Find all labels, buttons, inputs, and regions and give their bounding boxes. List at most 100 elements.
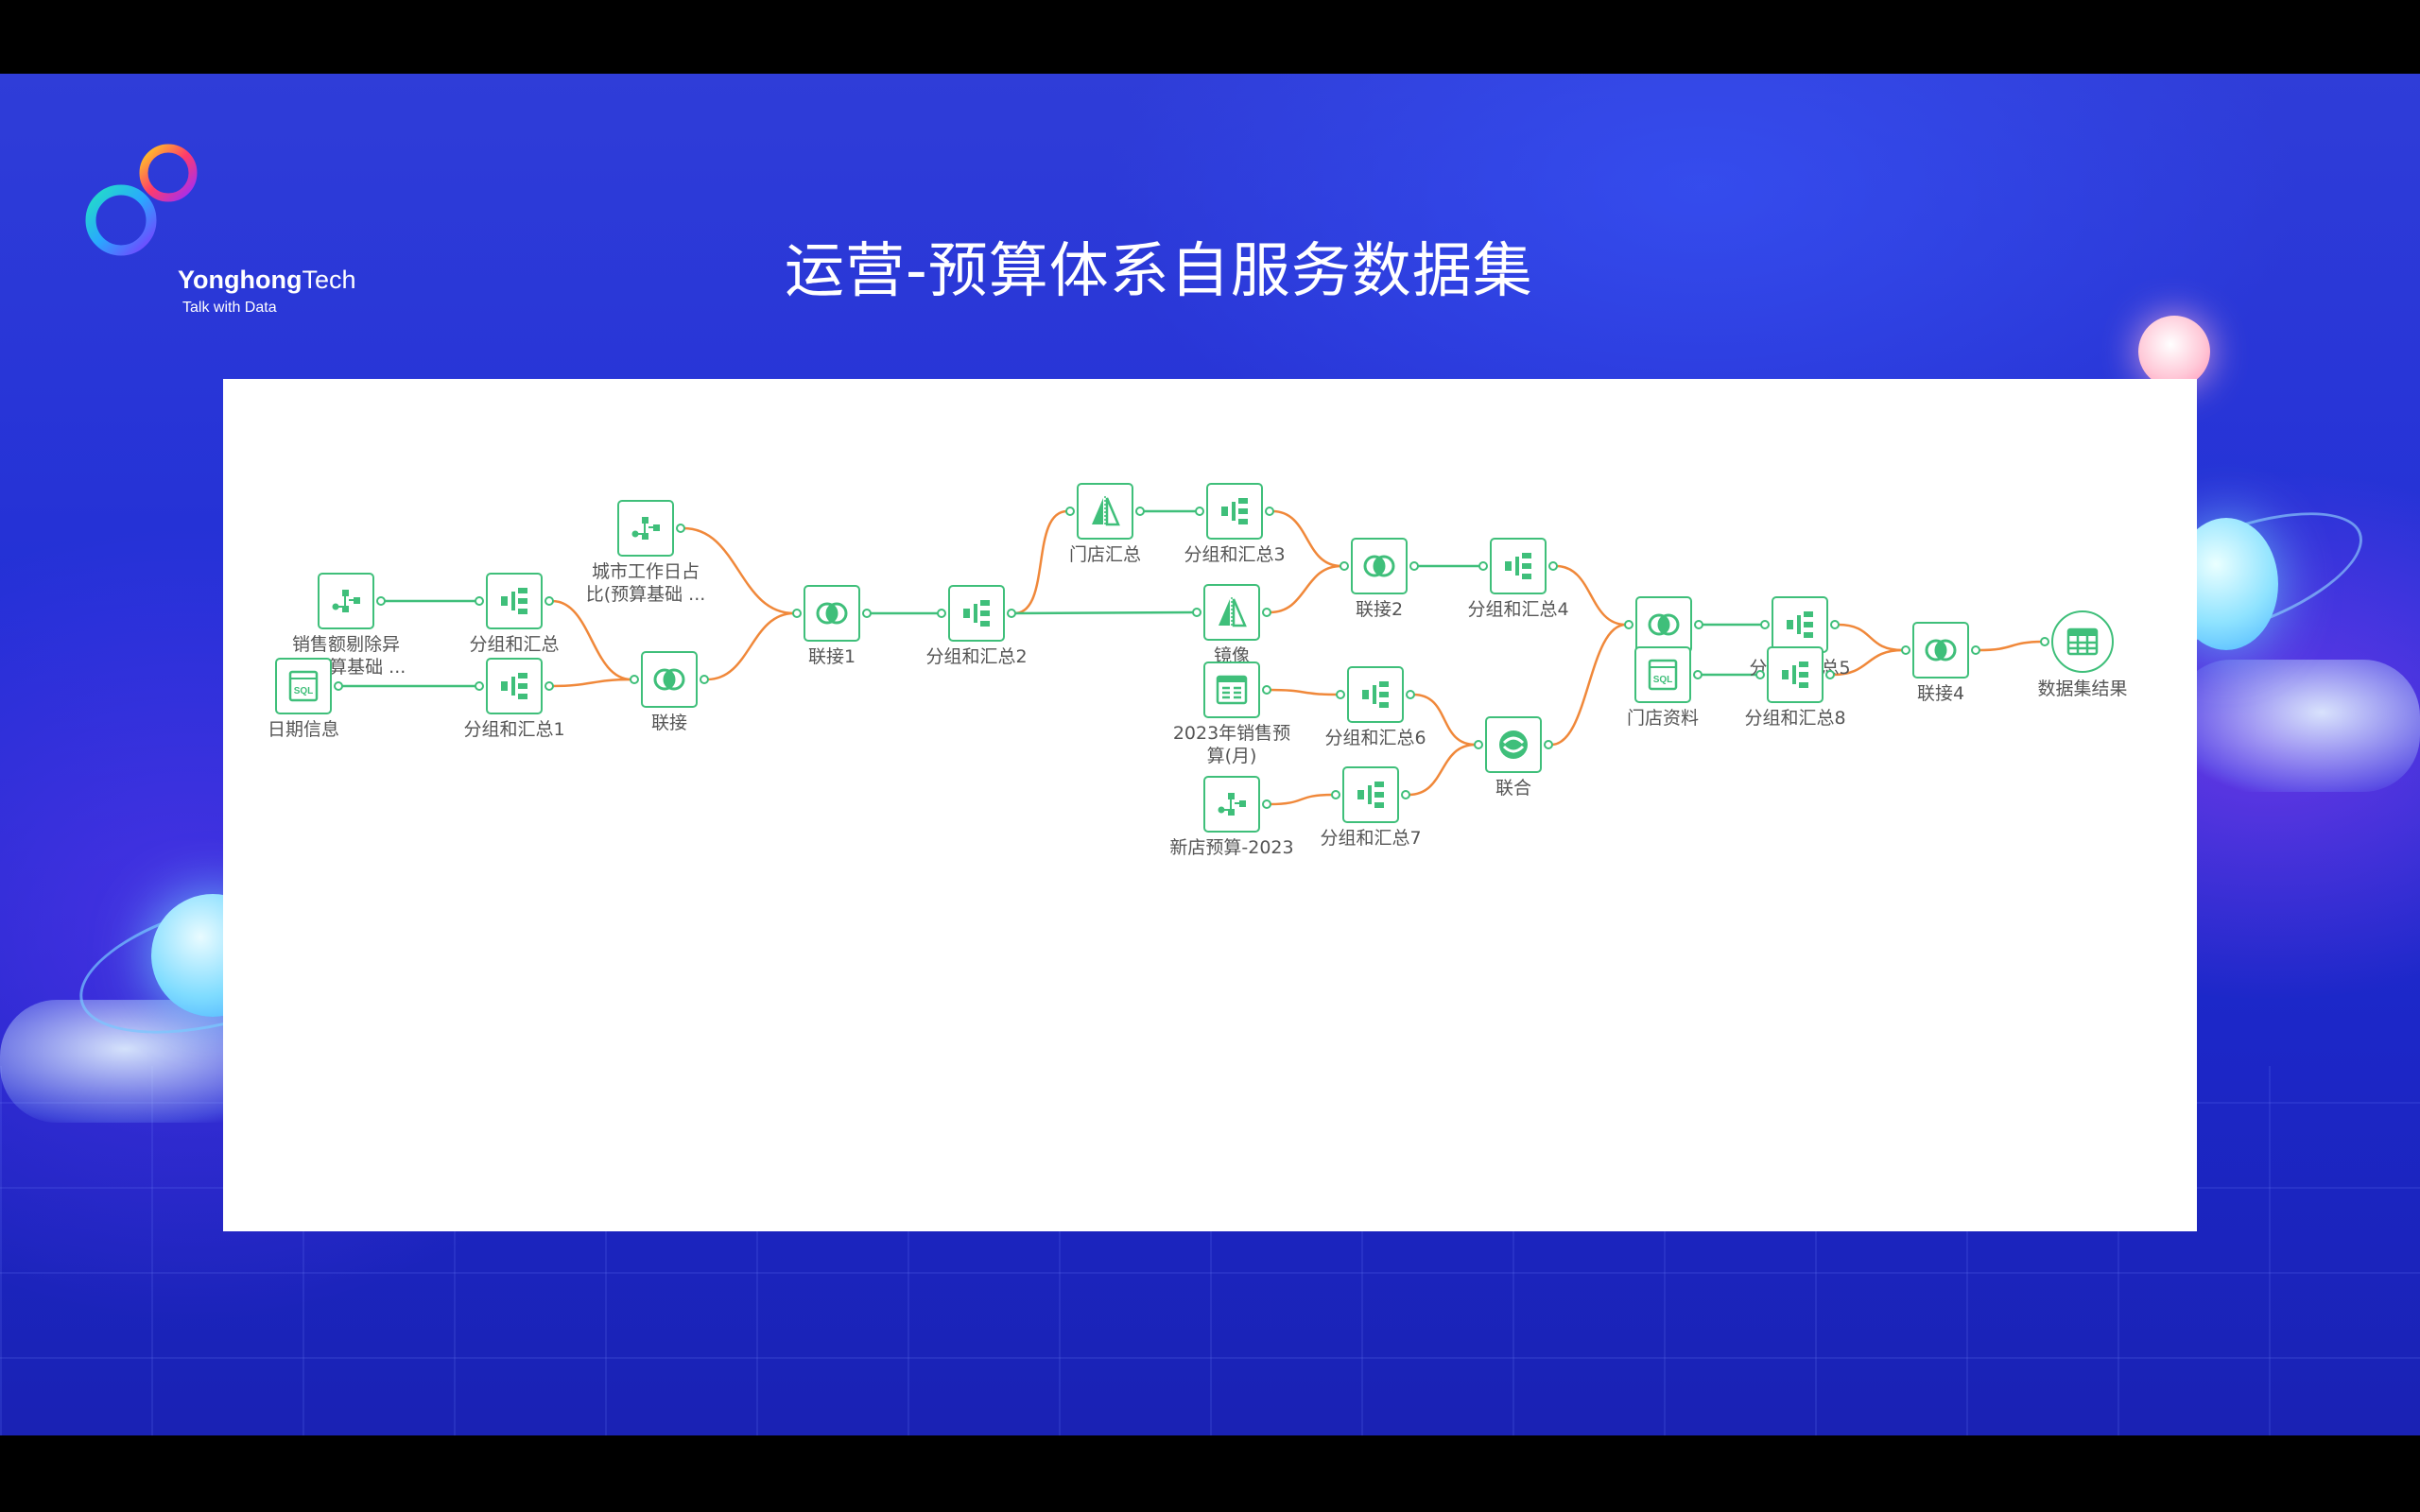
input-port[interactable] <box>1901 645 1910 655</box>
input-port[interactable] <box>792 609 802 618</box>
output-port[interactable] <box>544 681 554 691</box>
input-port[interactable] <box>475 681 484 691</box>
output-port[interactable] <box>1830 620 1840 629</box>
flow-edge-n15-n17 <box>1269 793 1334 806</box>
flow-node-n18[interactable] <box>1474 716 1553 773</box>
join-icon <box>816 602 848 625</box>
dataflow-edges <box>340 509 2046 806</box>
input-port[interactable] <box>1192 608 1201 617</box>
flow-node-n1[interactable] <box>318 573 386 629</box>
flow-node-label: 联接 <box>650 713 687 733</box>
table-icon <box>1216 675 1248 705</box>
flow-node-n24[interactable] <box>2040 610 2114 673</box>
flow-node-label: 分组和汇总1 <box>463 719 565 740</box>
input-port[interactable] <box>1478 561 1488 571</box>
flow-edge-n13-n19 <box>1555 564 1627 627</box>
output-port[interactable] <box>862 609 872 618</box>
output-port[interactable] <box>1007 609 1016 618</box>
output-port[interactable] <box>1135 507 1145 516</box>
flow-node-n23[interactable] <box>1901 622 1980 679</box>
flow-node-n22[interactable] <box>1755 646 1835 703</box>
output-port[interactable] <box>1262 799 1271 809</box>
flow-node-n5[interactable] <box>617 500 685 557</box>
input-port[interactable] <box>1755 670 1765 679</box>
flow-node-label: 日期信息 <box>267 719 339 740</box>
flow-node-label: 联接1 <box>807 646 856 667</box>
flow-node-n3[interactable] <box>475 573 554 629</box>
flow-node-n6[interactable] <box>630 651 709 708</box>
output-port[interactable] <box>700 675 709 684</box>
input-port[interactable] <box>1624 620 1634 629</box>
output-port[interactable] <box>1406 690 1415 699</box>
output-port[interactable] <box>1262 608 1271 617</box>
flow-node-n4[interactable] <box>475 658 554 714</box>
input-port[interactable] <box>1474 740 1483 749</box>
flow-node-label: 2023年销售预 算(月) <box>1172 723 1291 766</box>
flow-node-n7[interactable] <box>792 585 872 642</box>
output-port[interactable] <box>544 596 554 606</box>
flow-node-n8[interactable] <box>937 585 1016 642</box>
output-port[interactable] <box>1825 670 1835 679</box>
output-port[interactable] <box>376 596 386 606</box>
join-icon <box>1648 613 1680 636</box>
group-summary-icon <box>1505 553 1531 579</box>
input-port[interactable] <box>1336 690 1345 699</box>
input-port[interactable] <box>1331 790 1340 799</box>
flow-node-n17[interactable] <box>1331 766 1410 823</box>
output-port[interactable] <box>1694 620 1703 629</box>
union-icon <box>1499 730 1528 759</box>
group-summary-icon <box>963 600 990 627</box>
flow-node-n14[interactable] <box>1203 662 1271 718</box>
flow-node-n15[interactable] <box>1203 776 1271 833</box>
output-port[interactable] <box>1409 561 1419 571</box>
flow-node-label: 分组和汇总7 <box>1320 828 1422 849</box>
flow-edge-n4-n6 <box>551 678 632 688</box>
input-port[interactable] <box>1340 561 1349 571</box>
flow-edge-n16-n18 <box>1412 693 1477 747</box>
flow-node-label: 分组和汇总3 <box>1184 544 1286 565</box>
flow-node-n16[interactable] <box>1336 666 1415 723</box>
flow-edge-n11-n12 <box>1271 509 1342 568</box>
flow-node-label: 门店汇总 <box>1068 544 1141 565</box>
input-port[interactable] <box>630 675 639 684</box>
flow-node-n19[interactable] <box>1624 596 1703 653</box>
cloud-decoration-right <box>2174 660 2420 792</box>
output-port[interactable] <box>1265 507 1274 516</box>
input-port[interactable] <box>1760 620 1770 629</box>
input-port[interactable] <box>1065 507 1075 516</box>
flow-node-n21[interactable]: SQL <box>1634 646 1703 703</box>
pink-orb-decoration <box>2138 316 2210 387</box>
output-port[interactable] <box>1401 790 1410 799</box>
group-summary-icon <box>501 673 527 699</box>
flow-node-n9[interactable] <box>1065 483 1145 540</box>
output-port[interactable] <box>1693 670 1703 679</box>
output-port[interactable] <box>1548 561 1558 571</box>
flow-edge-n5-n7 <box>683 526 795 615</box>
flow-node-n2[interactable]: SQL <box>275 658 343 714</box>
output-port[interactable] <box>1971 645 1980 655</box>
flow-node-n11[interactable] <box>1195 483 1274 540</box>
dataset-flow-icon <box>332 590 360 612</box>
result-table-icon <box>2066 627 2099 656</box>
output-port[interactable] <box>676 524 685 533</box>
dataset-flow-icon <box>1218 793 1246 816</box>
flow-node-n13[interactable] <box>1478 538 1558 594</box>
flow-node-n20[interactable] <box>1760 596 1840 653</box>
flow-node-n10[interactable] <box>1192 584 1271 641</box>
svg-text:SQL: SQL <box>1653 675 1673 685</box>
output-port[interactable] <box>334 681 343 691</box>
flow-node-n12[interactable] <box>1340 538 1419 594</box>
flow-edge-n8-n9 <box>1013 509 1068 615</box>
output-port[interactable] <box>1544 740 1553 749</box>
flow-edge-n17-n18 <box>1408 743 1477 797</box>
group-summary-icon <box>1782 662 1808 688</box>
input-port[interactable] <box>2040 637 2049 646</box>
input-port[interactable] <box>1195 507 1204 516</box>
input-port[interactable] <box>475 596 484 606</box>
dataset-flow-icon <box>631 517 660 540</box>
input-port[interactable] <box>937 609 946 618</box>
group-summary-icon <box>1221 498 1248 524</box>
output-port[interactable] <box>1262 685 1271 695</box>
group-summary-icon <box>501 588 527 614</box>
